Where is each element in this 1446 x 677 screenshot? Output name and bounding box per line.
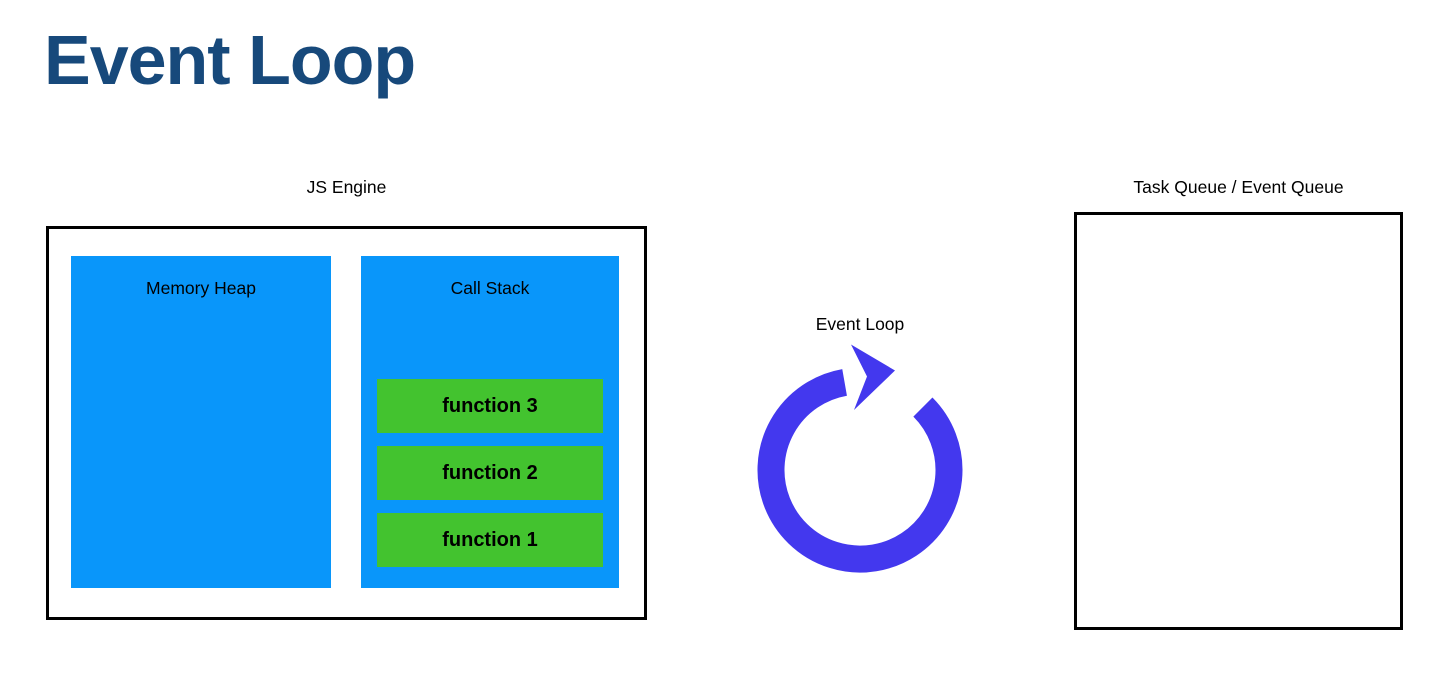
clockwise-circular-arrow-icon [757,344,963,573]
page-title: Event Loop [44,21,416,99]
task-queue-box [1074,212,1403,630]
memory-heap-label: Memory Heap [146,278,256,298]
stack-frame: function 3 [377,379,603,433]
event-loop-label: Event Loop [815,314,905,334]
memory-heap-panel: Memory Heap [71,256,331,588]
task-queue-label: Task Queue / Event Queue [1133,177,1344,197]
stack-frame: function 2 [377,446,603,500]
stack-frame: function 1 [377,513,603,567]
js-engine-label: JS Engine [306,177,387,197]
call-stack-frames: function 3 function 2 function 1 [377,379,603,567]
call-stack-label: Call Stack [450,278,530,298]
